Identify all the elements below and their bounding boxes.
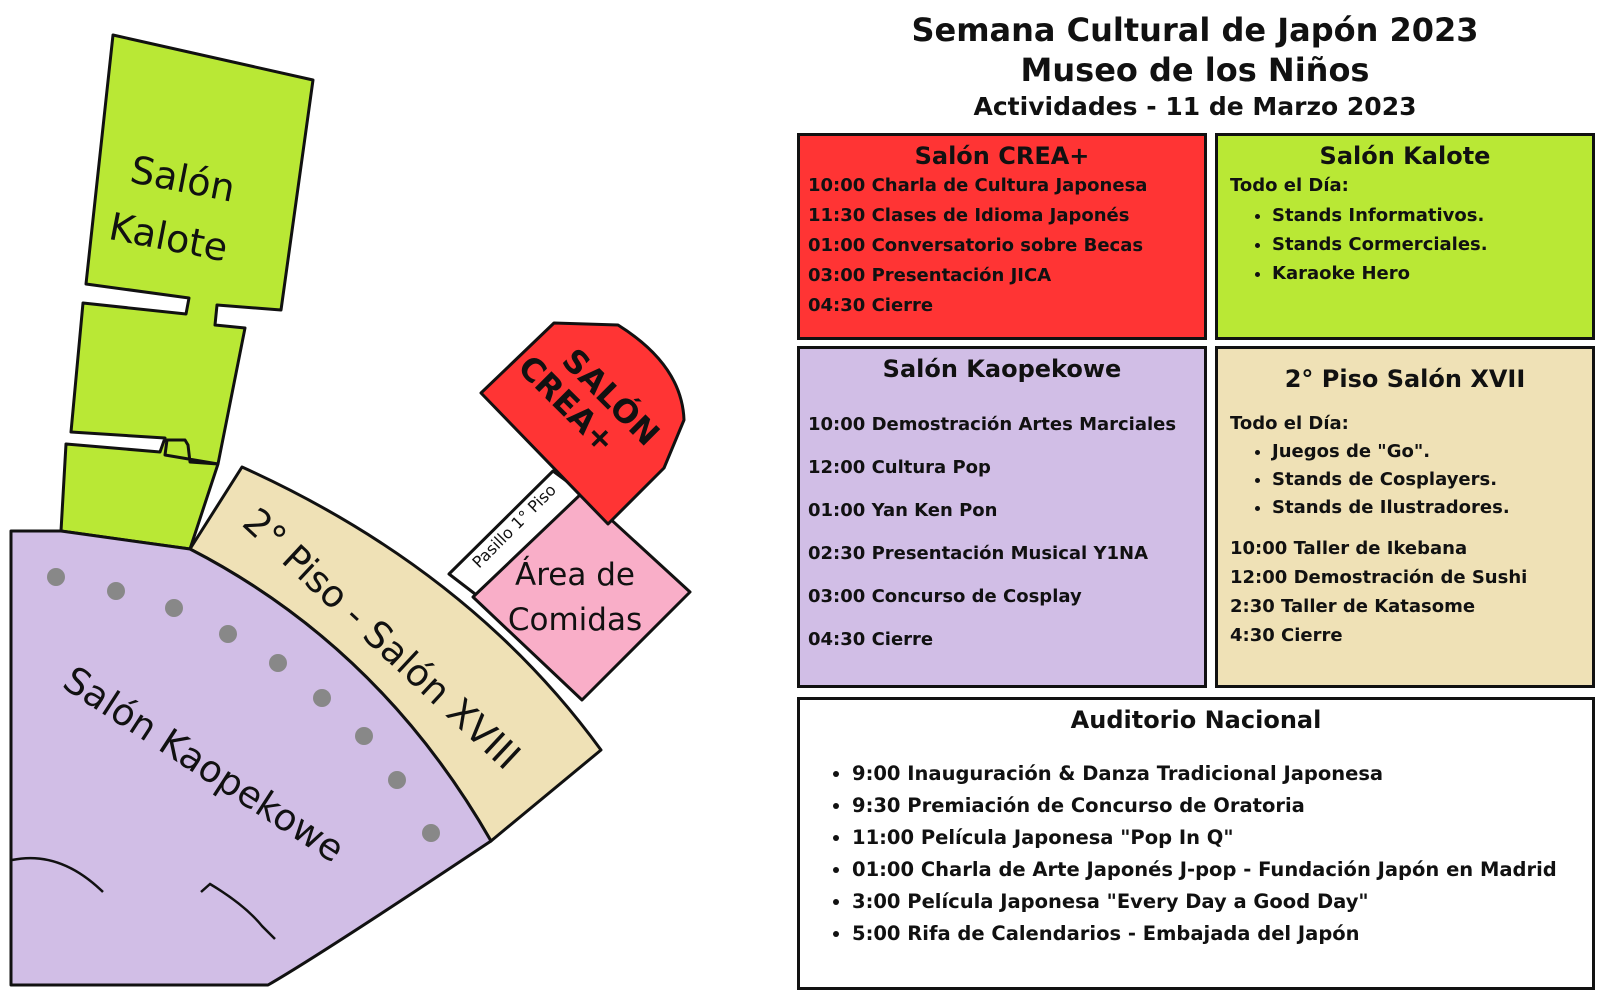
map-salon-kalote [59, 33, 315, 551]
bullet-list: 9:00 Inauguración & Danza Tradicional Ja… [806, 758, 1586, 950]
venue-map: Salón Kalote SALÓN CREA+ Pasillo 1° Piso… [9, 33, 692, 987]
schedule-item: 12:00 Demostración de Sushi [1230, 567, 1528, 588]
map-kaopekowe-detail [11, 856, 104, 893]
bullet-list: Stands Informativos. Stands Cormerciales… [1224, 201, 1586, 288]
list-item: 3:00 Película Japonesa "Every Day a Good… [852, 886, 1586, 918]
map-salon-crea [479, 321, 686, 526]
panel-salon-crea: Salón CREA+ 10:00 Charla de Cultura Japo… [797, 133, 1207, 340]
panel-salon-kaopekowe: Salón Kaopekowe 10:00 Demostración Artes… [797, 346, 1207, 688]
list-item: 01:00 Charla de Arte Japonés J-pop - Fun… [852, 854, 1586, 886]
panel-segundo-piso: 2° Piso Salón XVII Todo el Día: Juegos d… [1215, 346, 1595, 688]
list-item: 11:00 Película Japonesa "Pop In Q" [852, 822, 1586, 854]
panel-title: 2° Piso Salón XVII [1284, 365, 1526, 393]
schedule-item: 04:30 Cierre [808, 629, 934, 650]
map-label-comidas-1: Área de [515, 557, 635, 593]
header: Semana Cultural de Japón 2023 Museo de l… [800, 10, 1590, 124]
list-item: Stands de Ilustradores. [1272, 494, 1586, 522]
list-item: Stands de Cosplayers. [1272, 466, 1586, 494]
schedule-item: 2:30 Taller de Katasome [1230, 596, 1476, 617]
schedule-item: 01:00 Conversatorio sobre Becas [808, 235, 1144, 256]
page-title-line1: Semana Cultural de Japón 2023 [911, 11, 1479, 49]
all-day-label: Todo el Día: [1230, 175, 1349, 196]
schedule-item: 02:30 Presentación Musical Y1NA [808, 543, 1149, 564]
panel-title: Salón Kaopekowe [882, 355, 1122, 383]
panel-title: Auditorio Nacional [1070, 706, 1322, 734]
list-item: 5:00 Rifa de Calendarios - Embajada del … [852, 918, 1586, 950]
list-item: Stands Informativos. [1272, 201, 1586, 230]
list-item: 9:00 Inauguración & Danza Tradicional Ja… [852, 758, 1586, 790]
schedule-item: 03:00 Presentación JICA [808, 265, 1052, 286]
schedule-item: 4:30 Cierre [1230, 625, 1343, 646]
panel-title: Salón Kalote [1319, 142, 1491, 170]
schedule-item: 12:00 Cultura Pop [808, 457, 991, 478]
list-item: Juegos de "Go". [1272, 438, 1586, 466]
schedule-item: 10:00 Taller de Ikebana [1230, 538, 1468, 559]
list-item: Stands Cormerciales. [1272, 230, 1586, 259]
map-area-comidas [471, 491, 692, 702]
bullet-list: Juegos de "Go". Stands de Cosplayers. St… [1224, 438, 1586, 522]
list-item: 9:30 Premiación de Concurso de Oratoria [852, 790, 1586, 822]
map-seat-dots [47, 568, 440, 842]
schedule-item: 01:00 Yan Ken Pon [808, 500, 998, 521]
panel-salon-kalote: Salón Kalote Todo el Día: Stands Informa… [1215, 133, 1595, 340]
schedule-item: 03:00 Concurso de Cosplay [808, 586, 1082, 607]
page-title-line2: Museo de los Niños [1020, 51, 1370, 89]
map-salon-kaopekowe [9, 529, 493, 987]
schedule-item: 11:30 Clases de Idioma Japonés [808, 205, 1130, 226]
map-label-comidas-2: Comidas [508, 602, 642, 638]
page-subtitle: Actividades - 11 de Marzo 2023 [973, 92, 1417, 121]
all-day-label: Todo el Día: [1230, 413, 1349, 434]
schedule-item: 10:00 Charla de Cultura Japonesa [808, 175, 1148, 196]
schedule-item: 04:30 Cierre [808, 295, 934, 316]
panel-title: Salón CREA+ [914, 142, 1090, 170]
map-kaopekowe-detail [200, 882, 276, 940]
panel-auditorio-nacional: Auditorio Nacional 9:00 Inauguración & D… [797, 697, 1595, 990]
schedule-item: 10:00 Demostración Artes Marciales [808, 414, 1177, 435]
list-item: Karaoke Hero [1272, 259, 1586, 288]
